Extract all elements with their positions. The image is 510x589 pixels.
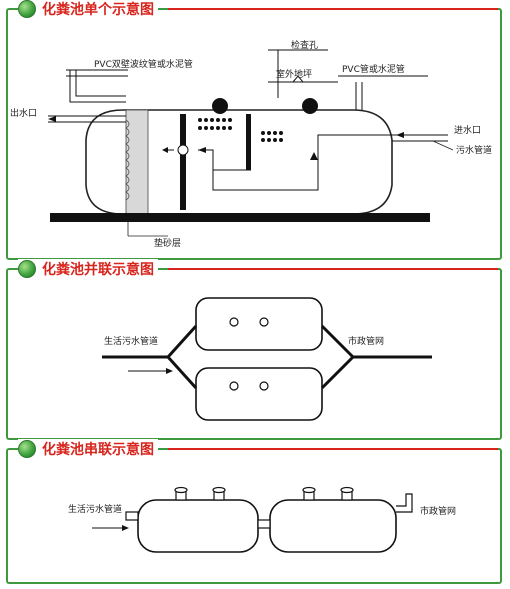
baffle-1 bbox=[180, 114, 186, 210]
parallel-panel: 化粪池并联示意图 生活污水管道 市政管网 bbox=[6, 259, 502, 440]
section-title-parallel: 化粪池并联示意图 bbox=[18, 259, 158, 279]
section-title-text: 化粪池单个示意图 bbox=[42, 2, 154, 18]
title-underline bbox=[168, 8, 498, 10]
tank-left bbox=[137, 499, 259, 553]
label-inspection-hole: 检查孔 bbox=[291, 39, 318, 51]
label-municipal-network: 市政管网 bbox=[420, 505, 456, 517]
label-municipal-network: 市政管网 bbox=[348, 335, 384, 347]
manhole-2 bbox=[302, 98, 318, 114]
sediment-dots-1 bbox=[198, 118, 232, 130]
section-title-series: 化粪池串联示意图 bbox=[18, 439, 158, 459]
tank-upper bbox=[195, 297, 323, 351]
series-panel: 化粪池串联示意图 生活污水管道 市政管网 bbox=[6, 439, 502, 584]
baffle-2 bbox=[246, 114, 251, 170]
label-domestic-sewage: 生活污水管道 bbox=[68, 503, 122, 515]
label-outdoor-ground: 室外地坪 bbox=[276, 68, 312, 80]
label-sewage-pipe: 污水管道 bbox=[456, 144, 492, 156]
base-slab bbox=[50, 213, 430, 222]
green-bullet-icon bbox=[18, 0, 36, 18]
manhole-1 bbox=[212, 98, 228, 114]
tank-lower bbox=[195, 367, 323, 421]
single-tank-panel: 化粪池单个示意图 垫砂层 bbox=[6, 0, 502, 260]
filter-wall bbox=[125, 109, 149, 215]
title-underline bbox=[168, 448, 498, 450]
series-diagram: 生活污水管道 市政管网 bbox=[68, 486, 456, 553]
label-outlet: 出水口 bbox=[10, 107, 37, 119]
green-bullet-icon bbox=[18, 440, 36, 458]
tank-right bbox=[269, 499, 397, 553]
label-inlet: 进水口 bbox=[454, 124, 481, 136]
wall-texture bbox=[125, 119, 130, 201]
sediment-dots-2 bbox=[261, 131, 283, 142]
section-title-text: 化粪池并联示意图 bbox=[42, 262, 154, 278]
title-underline bbox=[168, 268, 498, 270]
section-title-text: 化粪池串联示意图 bbox=[42, 442, 154, 458]
label-pvc-or-cement: PVC管或水泥管 bbox=[342, 63, 405, 75]
label-domestic-sewage: 生活污水管道 bbox=[104, 335, 158, 347]
label-pvc-pipe: PVC双壁波纹管或水泥管 bbox=[94, 58, 193, 70]
single-tank-diagram: 垫砂层 进水口 污水管道 bbox=[10, 39, 492, 249]
parallel-diagram: 生活污水管道 市政管网 bbox=[102, 297, 432, 421]
label-sand-cushion: 垫砂层 bbox=[154, 237, 181, 249]
section-title-single: 化粪池单个示意图 bbox=[18, 0, 158, 19]
green-bullet-icon bbox=[18, 260, 36, 278]
